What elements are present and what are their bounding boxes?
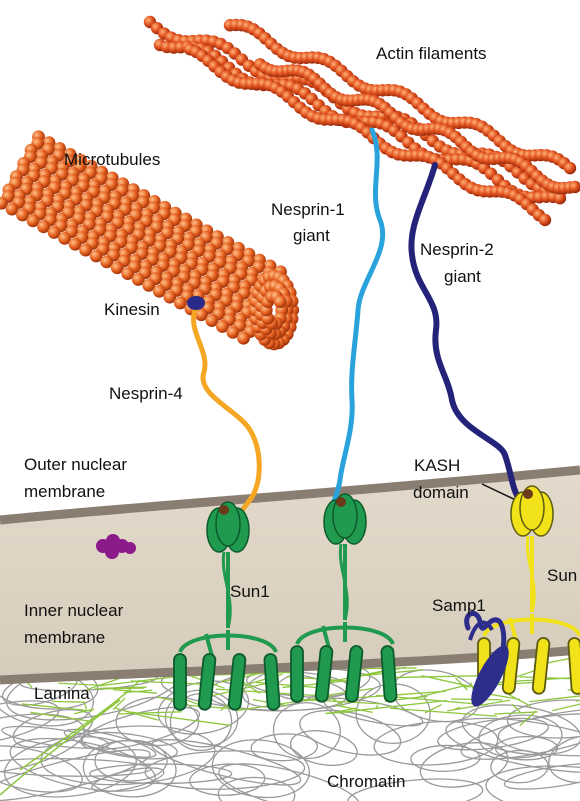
label-sun-right: Sun xyxy=(547,566,577,586)
label-microtubules: Microtubules xyxy=(64,150,160,170)
kash-anchor xyxy=(523,489,533,499)
label-lamina: Lamina xyxy=(34,684,90,704)
lamin-fiber xyxy=(390,708,497,716)
lamin-fiber xyxy=(494,712,537,714)
chromatin-loop xyxy=(209,735,312,801)
chromatin-loop xyxy=(288,726,360,770)
lamin-fiber xyxy=(552,701,580,711)
label-nesprin-4: Nesprin-4 xyxy=(109,384,183,404)
nesprin-2-giant-strand xyxy=(411,165,520,500)
chromatin-loop xyxy=(495,736,557,760)
sun-rod xyxy=(174,654,186,710)
tubulin-subunit xyxy=(237,332,250,345)
actin-monomer xyxy=(539,214,551,226)
kash-anchor xyxy=(336,497,346,507)
label-samp1: Samp1 xyxy=(432,596,486,616)
actin-monomer xyxy=(564,162,576,174)
label-inner-nuclear-line2: membrane xyxy=(24,628,105,648)
sun-rod xyxy=(291,646,303,702)
lamin-fiber xyxy=(85,704,87,709)
label-chromatin: Chromatin xyxy=(327,772,405,792)
chromatin-loop xyxy=(545,730,580,787)
label-kash-line1: KASH xyxy=(414,456,460,476)
label-nesprin-2-line1: Nesprin-2 xyxy=(420,240,494,260)
label-sun1: Sun1 xyxy=(230,582,270,602)
label-outer-nuclear-line1: Outer nuclear xyxy=(24,455,127,475)
label-actin-filaments: Actin filaments xyxy=(376,44,487,64)
tubulin-subunit xyxy=(274,295,287,308)
lamin-fiber xyxy=(358,691,446,698)
label-kinesin: Kinesin xyxy=(104,300,160,320)
label-nesprin-1-line2: giant xyxy=(293,226,330,246)
sun-rod xyxy=(568,638,580,695)
nesprin-1-giant-strand xyxy=(332,130,383,518)
actin-filaments xyxy=(144,16,580,226)
label-inner-nuclear-line1: Inner nuclear xyxy=(24,601,123,621)
label-nesprin-1-line1: Nesprin-1 xyxy=(271,200,345,220)
lamin-fiber xyxy=(94,688,144,689)
kash-anchor xyxy=(219,505,229,515)
label-outer-nuclear-line2: membrane xyxy=(24,482,105,502)
label-nesprin-2-line2: giant xyxy=(444,267,481,287)
kinesin-motor xyxy=(187,296,205,310)
label-kash-line2: domain xyxy=(413,483,469,503)
